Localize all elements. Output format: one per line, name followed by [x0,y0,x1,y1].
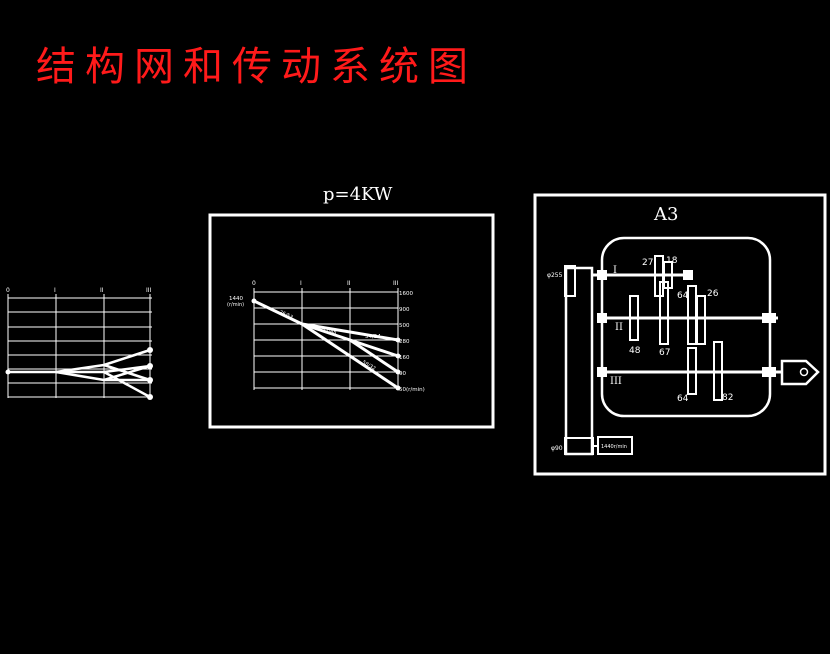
speed-280: 280 [399,339,410,345]
gear-67 [659,281,669,345]
gear-label-48: 48 [629,346,641,356]
speed-500: 500 [399,323,410,329]
speed-50: 50(r/min) [399,387,425,393]
sheet-size: A3 [653,204,678,225]
speed-axis-0: 0 [252,280,256,287]
gear-label-67: 67 [659,348,670,358]
speed-1600: 1600 [399,291,413,297]
ratio-label-3: 54/54 [365,334,381,340]
speed-chart: 0 I II III 1440 (r/min) 1600 900 500 280… [227,280,425,393]
motor [597,436,633,455]
speed-900: 900 [399,307,410,313]
shaft-label-3: III [610,376,622,387]
gear-26 [696,295,706,345]
pulley-small-label: φ90 [551,445,563,452]
pulley-large [564,265,576,297]
pulley-small [564,437,594,455]
speed-chart-frame [208,213,495,429]
speed-lines [253,299,399,390]
gear-64-upper [687,285,697,345]
net-axis-3: III [146,287,152,294]
motor-speed: 1440r/min [601,444,627,450]
net-axis-1: I [54,287,56,294]
structure-net: 0 I II III [5,287,153,400]
ratio-label-1: 26/53 [278,309,294,321]
net-lines [8,348,151,399]
net-axis-2: II [100,287,104,294]
gear-48 [629,295,639,341]
shaft-label-1: I [613,265,617,276]
speed-axis-3: III [393,280,399,287]
speed-axis-2: II [347,280,351,287]
gear-label-64-lower: 64 [677,394,689,404]
gear-label-27: 27 [642,258,653,268]
pulley-large-label: φ255 [547,272,563,279]
gear-82 [713,341,723,401]
input-speed: 1440 [229,296,243,302]
speed-axis-1: I [300,280,302,287]
shaft-label-2: II [615,322,623,333]
gearbox-housing [600,236,772,418]
output-spindle [780,359,820,386]
gear-label-64-upper: 64 [677,291,689,301]
input-unit: (r/min) [227,302,244,308]
net-axis-0: 0 [6,287,10,294]
gear-label-18: 18 [666,256,678,266]
ratio-label-2: 27/48 [322,327,337,336]
gear-label-82: 82 [722,393,733,403]
speed-90: 90 [399,371,406,377]
speed-160: 160 [399,355,410,361]
page-title: 结构网和传动系统图 [36,44,477,90]
gear-64-lower [687,347,697,395]
transmission-frame [533,193,827,476]
power-label: p=4KW [323,184,393,205]
transmission-diagram: φ255 φ90 1440r/min I II III [547,236,820,456]
gear-label-26: 26 [707,289,719,299]
